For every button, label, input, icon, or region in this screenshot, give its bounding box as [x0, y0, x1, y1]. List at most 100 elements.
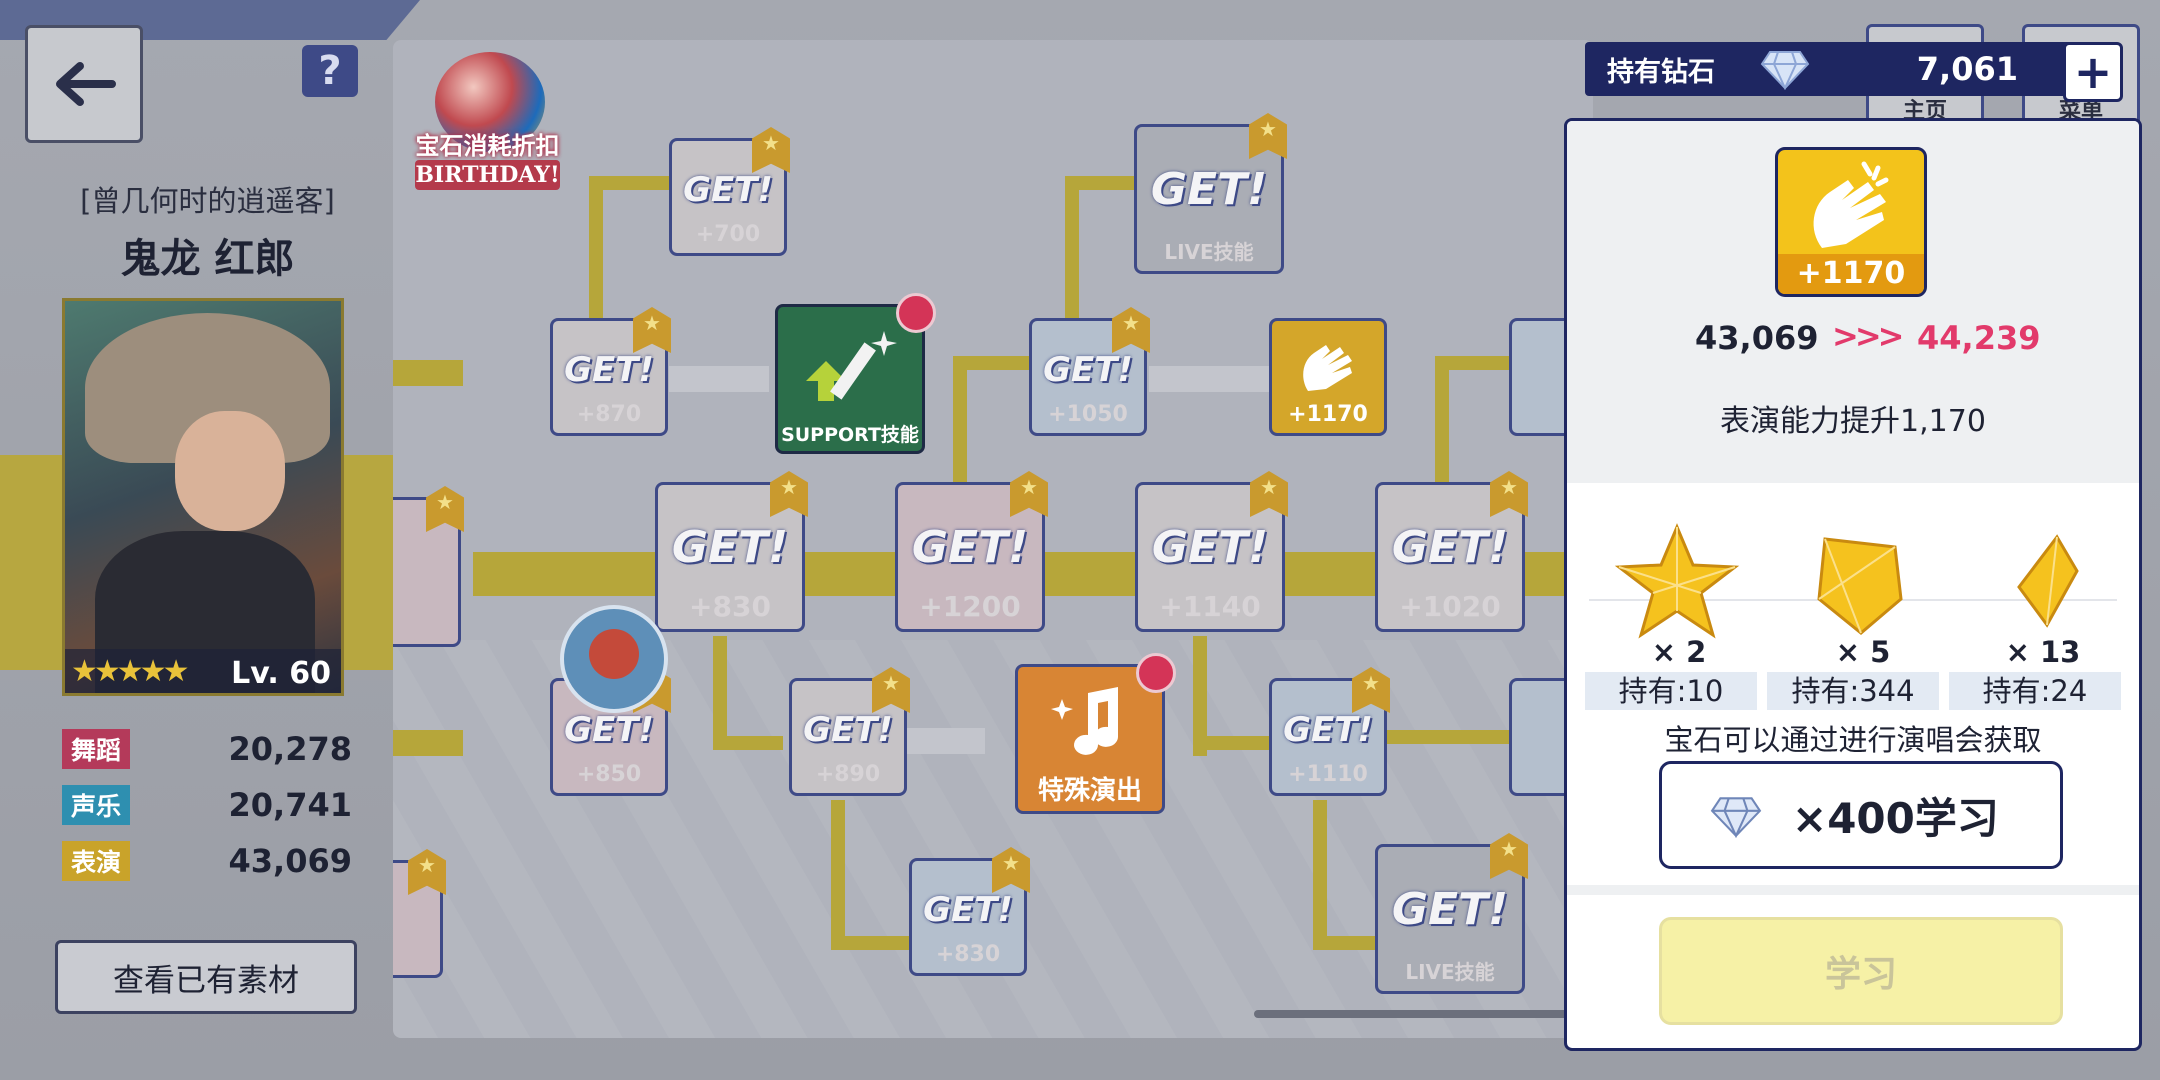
stat-label-performance: 表演 — [62, 841, 130, 881]
node-special-performance[interactable]: 特殊演出 — [1015, 653, 1176, 814]
star-badge-icon — [752, 127, 790, 173]
birthday-discount-badge[interactable]: 宝石消耗折扣 BIRTHDAY! — [405, 52, 570, 192]
material-1-owned: 持有:10 — [1585, 672, 1757, 710]
diamond-icon — [1760, 51, 1810, 90]
stat-value-dance: 20,278 — [228, 730, 352, 768]
node-830-lower[interactable]: GET! +830 — [909, 847, 1030, 976]
node-get-label: GET! — [923, 890, 1013, 931]
card-image[interactable]: ★★★★★ Lv. 60 — [62, 298, 344, 696]
node-support-skill[interactable]: SUPPORT技能 — [775, 293, 936, 454]
material-1-required: × 2 — [1651, 635, 1707, 669]
card-footer: ★★★★★ Lv. 60 — [65, 649, 341, 693]
diamond-balance-bar: 持有钻石 7,061 — [1585, 42, 2090, 96]
star-badge-icon — [1490, 471, 1528, 517]
node-value: +700 — [695, 222, 761, 247]
star-badge-icon — [1010, 471, 1048, 517]
skill-detail-panel: +1170 43,069 >>> 44,239 表演能力提升1,170 × 2 … — [1564, 118, 2142, 1051]
back-button[interactable] — [25, 25, 143, 143]
skill-board[interactable]: GET! +700 GET! LIVE技能 GET! +870 SUPPORT技… — [393, 40, 1593, 1038]
node-value: LIVE技能 — [1164, 240, 1254, 264]
notification-dot — [1136, 653, 1176, 693]
node-1140[interactable]: GET! +1140 — [1135, 471, 1288, 632]
node-700[interactable]: GET! +700 — [669, 127, 790, 256]
card-art-face — [175, 411, 285, 531]
node-get-label: GET! — [1391, 522, 1509, 574]
node-870[interactable]: GET! +870 — [550, 307, 671, 436]
board-path — [1193, 636, 1207, 756]
node-get-label: GET! — [911, 522, 1029, 574]
small-gem-icon — [2017, 534, 2079, 628]
node-890[interactable]: GET! +890 — [789, 667, 910, 796]
node-830[interactable]: GET! +830 — [655, 471, 808, 632]
skill-value: +1170 — [1778, 254, 1924, 294]
panel-divider — [1567, 885, 2139, 895]
star-badge-icon — [1249, 113, 1287, 159]
node-value: +1170 — [1288, 402, 1368, 427]
board-path — [831, 800, 845, 950]
clap-icon — [1303, 345, 1352, 391]
board-path — [953, 356, 1043, 370]
node-value: LIVE技能 — [1405, 960, 1495, 984]
node-get-label: GET! — [1391, 884, 1509, 936]
diamond-label: 持有钻石 — [1607, 56, 1715, 88]
node-partial[interactable] — [393, 486, 464, 647]
promo-subtitle: BIRTHDAY! — [415, 160, 560, 190]
board-path — [1149, 366, 1269, 392]
node-value: +1200 — [919, 590, 1021, 623]
stat-value-performance: 43,069 — [228, 842, 352, 880]
node-clap-selected[interactable]: +1170 — [1269, 318, 1387, 436]
music-note-icon — [1051, 687, 1118, 755]
node-value: 特殊演出 — [1037, 776, 1142, 806]
board-path — [1193, 736, 1273, 750]
node-1050[interactable]: GET! +1050 — [1029, 307, 1150, 436]
increase-arrows-icon: >>> — [1832, 317, 1904, 355]
node-value: +830 — [935, 942, 1001, 967]
stat-value-vocal: 20,741 — [228, 786, 352, 824]
board-path — [831, 936, 911, 950]
material-2-required: × 5 — [1835, 635, 1891, 669]
node-value: +890 — [815, 762, 881, 787]
node-1020[interactable]: GET! +1020 — [1375, 471, 1528, 632]
node-1110[interactable]: GET! +1110 — [1269, 667, 1390, 796]
card-level: Lv. 60 — [231, 656, 331, 691]
learn-with-diamonds-button[interactable]: ×400学习 — [1659, 761, 2063, 869]
board-path — [713, 636, 727, 746]
board-scrollbar[interactable] — [1254, 1010, 1574, 1018]
node-value: +1020 — [1399, 590, 1501, 623]
node-get-label: GET! — [1151, 522, 1269, 574]
learn-button[interactable]: 学习 — [1659, 917, 2063, 1025]
promo-title: 宝石消耗折扣 — [415, 132, 560, 160]
node-get-label: GET! — [1043, 350, 1133, 391]
card-rarity-stars: ★★★★★ — [71, 654, 190, 689]
board-path — [1065, 176, 1155, 190]
current-performance-value: 43,069 — [1695, 319, 1819, 357]
node-get-label: GET! — [564, 710, 654, 751]
node-value: +850 — [576, 762, 642, 787]
add-diamonds-button[interactable]: + — [2063, 42, 2123, 102]
star-badge-icon — [1250, 471, 1288, 517]
star-badge-icon — [426, 486, 464, 532]
node-value: SUPPORT技能 — [781, 424, 919, 446]
star-badge-icon — [1352, 667, 1390, 713]
view-materials-button[interactable]: 查看已有素材 — [55, 940, 357, 1014]
selected-skill-tile: +1170 — [1775, 147, 1927, 297]
node-get-label: GET! — [803, 710, 893, 751]
character-position-marker — [560, 605, 668, 713]
material-3-required: × 13 — [2005, 635, 2081, 669]
material-2-owned: 持有:344 — [1767, 672, 1939, 710]
board-path — [1313, 800, 1327, 950]
node-live-skill[interactable]: GET! LIVE技能 — [1134, 113, 1287, 274]
node-get-label: GET! — [564, 350, 654, 391]
node-partial[interactable] — [393, 849, 446, 978]
node-1200[interactable]: GET! +1200 — [895, 471, 1048, 632]
large-star-gem-icon — [1614, 523, 1740, 639]
medium-gem-icon — [1817, 537, 1903, 635]
help-button[interactable]: ? — [302, 45, 358, 97]
node-value: +870 — [576, 402, 642, 427]
node-live-skill-2[interactable]: GET! LIVE技能 — [1375, 833, 1528, 994]
stat-label-vocal: 声乐 — [62, 785, 130, 825]
stat-row-performance: 表演 43,069 — [62, 841, 352, 883]
clap-icon — [1813, 161, 1889, 248]
card-subtitle: [曾几何时的逍遥客] — [80, 184, 335, 218]
node-value: +1050 — [1048, 402, 1128, 427]
